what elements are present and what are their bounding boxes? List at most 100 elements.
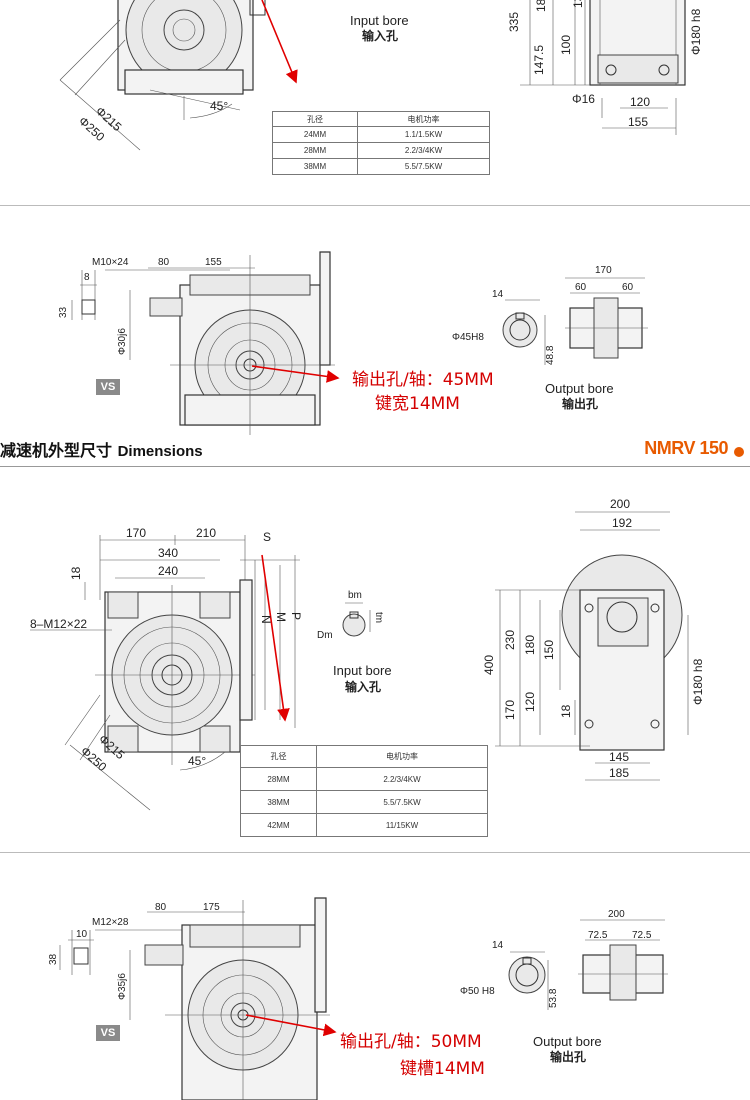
main-dim-8-m12x22: 8–M12×22	[30, 617, 87, 631]
main-dim-200: 200	[610, 497, 630, 511]
vs1-dim-155: 155	[205, 257, 222, 268]
vs1-red-output-size: 输出孔/轴：45MM	[352, 370, 494, 390]
top-dim-155: 155	[628, 115, 648, 129]
vs2-dim-phi35j6: Φ35j6	[117, 973, 128, 1000]
vs2-dim-72-5a: 72.5	[588, 930, 608, 941]
separator-bottom	[0, 852, 750, 853]
vs1-red-key-width: 键宽14MM	[375, 394, 460, 414]
main-dim-340: 340	[158, 546, 178, 560]
main-dim-145: 145	[609, 750, 629, 764]
main-dim-phi180h8: Φ180 h8	[691, 658, 705, 705]
vs1-dim-60b: 60	[622, 282, 634, 293]
model-name: NMRV 150	[644, 438, 728, 458]
main-input-bore-en: Input bore	[333, 663, 392, 678]
heading-cn: 减速机外型尺寸	[0, 441, 113, 460]
top-table-cell: 38MM	[272, 158, 358, 175]
main-gearbox-front-view	[64, 535, 300, 811]
top-dim-phi180h8: Φ180 h8	[689, 8, 703, 55]
vs1-dim-phi45h8: Φ45H8	[452, 332, 484, 343]
main-dim-400: 400	[482, 655, 496, 675]
vs1-dim-170: 170	[595, 265, 612, 276]
top-dim-120: 120	[630, 95, 650, 109]
top-input-bore-cn: 输入孔	[362, 28, 398, 43]
vs2-dim-phi50h8: Φ50 H8	[460, 986, 495, 997]
vs2-red-output-size: 输出孔/轴：50MM	[340, 1032, 482, 1052]
top-dim-phi16: Φ16	[572, 92, 595, 106]
vs2-dim-80: 80	[155, 902, 167, 913]
separator-top	[0, 205, 750, 206]
vs2-output-bore-cn: 输出孔	[550, 1049, 586, 1064]
vs1-output-bore-cn: 输出孔	[562, 396, 598, 411]
main-dim-150: 150	[542, 640, 556, 660]
vs1-dim-48-8: 48.8	[545, 345, 556, 365]
main-input-bore-cn: 输入孔	[345, 679, 381, 694]
vs1-dim-80: 80	[158, 257, 170, 268]
main-dim-180: 180	[523, 635, 537, 655]
main-dim-185: 185	[609, 766, 629, 780]
vs1-dim-8: 8	[84, 272, 90, 283]
main-dim-tm: tm	[373, 612, 384, 623]
top-dim-100: 100	[559, 35, 573, 55]
top-input-bore-en: Input bore	[350, 13, 409, 28]
vs2-dim-14: 14	[492, 940, 504, 951]
vs1-dim-14: 14	[492, 289, 504, 300]
vs1-badge: VS	[96, 379, 120, 395]
top-input-bore-arrow	[261, 0, 298, 84]
main-bore-keyway	[342, 602, 371, 637]
top-table-header-bore: 孔径	[272, 111, 358, 127]
vs2-dim-53-8: 53.8	[548, 988, 559, 1008]
main-dim-240: 240	[158, 564, 178, 578]
dimensions-heading: 减速机外型尺寸 Dimensions	[0, 437, 203, 461]
top-side-view	[520, 0, 686, 135]
main-dim-m: M	[274, 612, 288, 622]
main-dim-45deg: 45°	[188, 754, 206, 768]
top-dim-13: 13	[571, 0, 585, 8]
vs2-dim-72-5b: 72.5	[632, 930, 652, 941]
vs1-output-bore-en: Output bore	[545, 381, 614, 396]
main-dim-210: 210	[196, 526, 216, 540]
top-table-header-power: 电机功率	[357, 111, 490, 127]
separator-heading	[0, 466, 750, 467]
vs2-dim-38: 38	[48, 953, 59, 965]
main-dim-n: N	[259, 615, 273, 624]
main-dim-120: 120	[523, 692, 537, 712]
vs2-badge: VS	[96, 1025, 120, 1041]
vs2-drawing	[59, 897, 337, 1100]
vs2-output-bore-drawing	[508, 919, 668, 1010]
main-table-cell: 5.5/7.5KW	[316, 790, 488, 814]
main-table-cell: 2.2/3/4KW	[316, 767, 488, 791]
main-dim-18: 18	[69, 566, 83, 580]
vs1-dim-m10x24: M10×24	[92, 257, 129, 268]
vs2-dim-175: 175	[203, 902, 220, 913]
vs1-dim-phi30j6: Φ30j6	[117, 328, 128, 355]
top-table-cell: 1.1/1.5KW	[357, 126, 490, 143]
top-dim-335: 335	[507, 12, 521, 32]
main-dim-170b: 170	[503, 700, 517, 720]
main-table-cell: 42MM	[240, 813, 317, 837]
main-dim-s: S	[263, 530, 271, 544]
vs2-output-bore-en: Output bore	[533, 1034, 602, 1049]
main-dim-170: 170	[126, 526, 146, 540]
heading-en: Dimensions	[117, 443, 203, 460]
vs2-dim-10: 10	[76, 929, 88, 940]
main-dim-bm: bm	[348, 590, 362, 601]
main-table-header-bore: 孔径	[240, 745, 317, 768]
main-dim-192: 192	[612, 516, 632, 530]
top-table-cell: 28MM	[272, 142, 358, 159]
chevron-right-icon	[734, 447, 744, 457]
vs1-drawing	[71, 251, 340, 435]
top-dim-45deg: 45°	[210, 99, 228, 113]
vs1-dim-33: 33	[58, 306, 69, 318]
main-dim-18b: 18	[559, 704, 573, 718]
vs2-red-key-groove: 键槽14MM	[400, 1059, 485, 1079]
main-side-view	[495, 511, 689, 781]
vs1-dim-60a: 60	[575, 282, 587, 293]
main-table-header-power: 电机功率	[316, 745, 488, 768]
top-table-cell: 24MM	[272, 126, 358, 143]
top-dim-18: 18	[534, 0, 548, 12]
top-dim-147-5: 147.5	[532, 45, 546, 75]
vs1-output-bore-drawing	[502, 277, 648, 365]
main-table-cell: 28MM	[240, 767, 317, 791]
main-table-cell: 38MM	[240, 790, 317, 814]
